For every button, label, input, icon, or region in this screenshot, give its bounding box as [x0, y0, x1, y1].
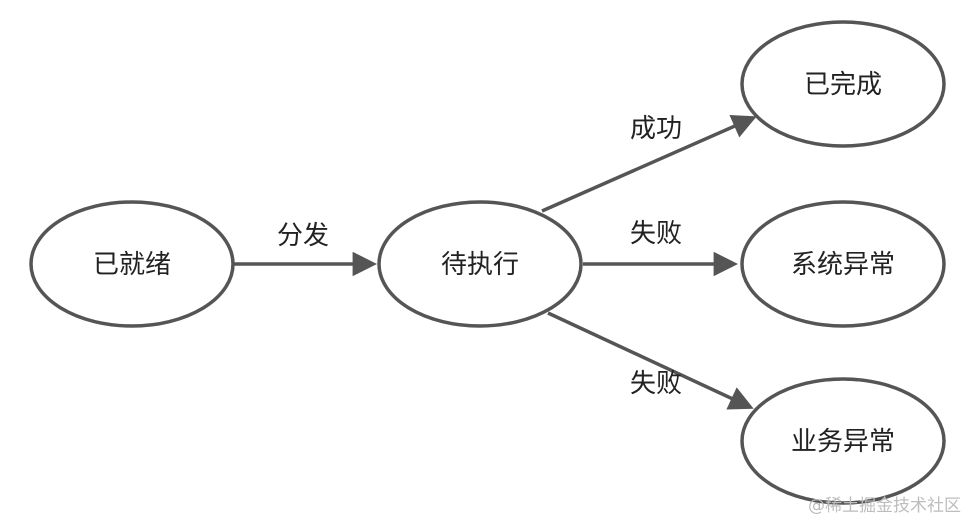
node-business-error-shape	[740, 377, 946, 505]
node-business-error: 业务异常	[740, 377, 946, 505]
node-ready-shape	[29, 200, 235, 328]
node-pending-label: 待执行	[441, 250, 519, 280]
edge-pending-to-business-error	[547, 311, 754, 410]
edge-label-fail-business: 失败	[630, 369, 682, 399]
edge-label-fail-system: 失败	[630, 219, 682, 249]
node-system-error: 系统异常	[740, 200, 946, 328]
edge-label-dispatch: 分发	[277, 221, 329, 251]
node-completed-shape	[740, 20, 946, 148]
node-completed-label: 已完成	[804, 70, 882, 100]
node-ready: 已就绪	[29, 200, 235, 328]
node-completed: 已完成	[740, 20, 946, 148]
node-pending-shape	[377, 200, 583, 328]
edge-pending-to-completed	[541, 115, 757, 213]
node-ready-label: 已就绪	[93, 250, 171, 280]
node-business-error-label: 业务异常	[791, 427, 895, 457]
node-system-error-label: 系统异常	[791, 250, 895, 280]
watermark-text: @稀土掘金技术社区	[808, 496, 961, 516]
edge-label-success: 成功	[630, 114, 682, 144]
node-system-error-shape	[740, 200, 946, 328]
node-pending: 待执行	[377, 200, 583, 328]
